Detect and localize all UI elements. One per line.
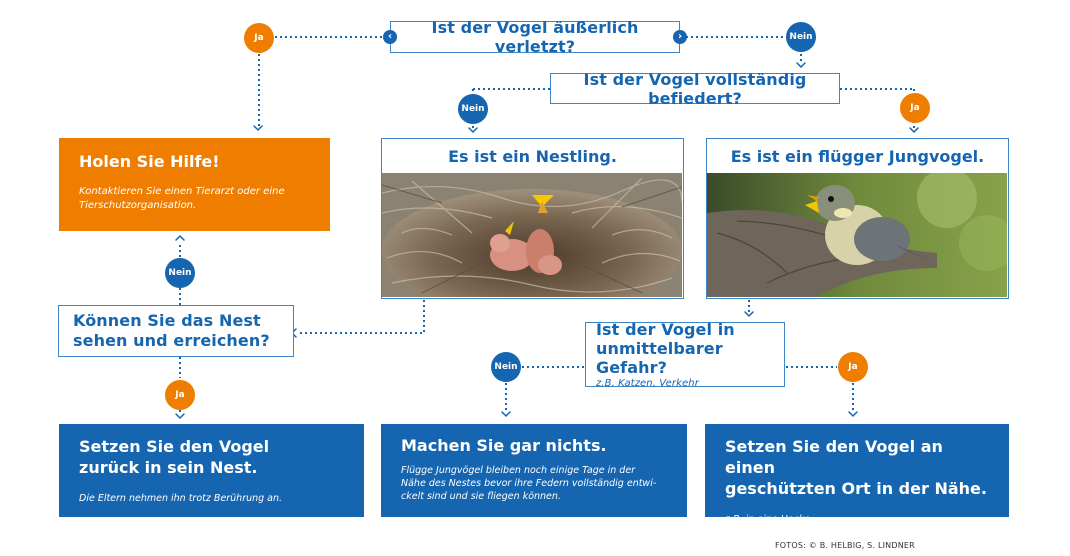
back-to-nest-sub: Die Eltern nehmen ihn trotz Berührung an… (79, 493, 283, 504)
nestling-photo (382, 173, 682, 297)
help-box: Holen Sie Hilfe! Kontaktieren Sie einen … (59, 138, 330, 231)
question-injured: Ist der Vogel äußerlich verletzt? (390, 18, 680, 56)
question-danger-line2: unmittelbarer Gefahr? (596, 338, 723, 377)
do-nothing-title: Machen Sie gar nichts. (401, 436, 607, 455)
badge-nein-danger: Nein (491, 352, 521, 382)
badge-nein-injured: Nein (786, 22, 816, 52)
help-title: Holen Sie Hilfe! (79, 152, 220, 171)
do-nothing-box: Machen Sie gar nichts. Flügge Jungvögel … (381, 424, 687, 517)
fledgling-card: Es ist ein flügger Jungvogel. (706, 138, 1009, 299)
do-nothing-sub3: ckelt sind und sie fliegen können. (401, 491, 561, 502)
chevron-right-icon: › (673, 30, 687, 44)
do-nothing-sub1: Flügge Jungvögel bleiben noch einige Tag… (401, 465, 636, 476)
badge-nein-feathered: Nein (458, 94, 488, 124)
help-text-line2: Tierschutzorganisation. (79, 200, 197, 211)
question-danger-sub: z.B. Katzen, Verkehr (596, 377, 699, 389)
question-injured-text: Ist der Vogel äußerlich verletzt? (431, 18, 639, 56)
nestling-title: Es ist ein Nestling. (448, 146, 617, 166)
fledgling-title: Es ist ein flügger Jungvogel. (730, 146, 985, 166)
protected-place-line1: Setzen Sie den Vogel an einen (725, 437, 943, 477)
badge-ja-feathered: Ja (900, 93, 930, 123)
photo-credit: FOTOS: © B. HELBIG, S. LINDNER (775, 541, 915, 550)
badge-ja-danger: Ja (838, 352, 868, 382)
do-nothing-sub2: Nähe des Nestes bevor ihre Federn vollst… (401, 478, 657, 489)
question-danger: Ist der Vogel in unmittelbarer Gefahr? z… (585, 319, 785, 389)
help-text-line1: Kontaktieren Sie einen Tierarzt oder ein… (79, 186, 285, 197)
question-nest-reach: Können Sie das Nest sehen und erreichen? (58, 305, 294, 357)
protected-place-line2: geschützten Ort in der Nähe. (725, 479, 987, 498)
question-nest-reach-line1: Können Sie das Nest (73, 311, 261, 330)
question-danger-line1: Ist der Vogel in (596, 319, 735, 339)
chevron-left-icon: ‹ (383, 30, 397, 44)
question-feathered-text: Ist der Vogel vollständig befiedert? (583, 69, 807, 108)
back-to-nest-box: Setzen Sie den Vogel zurück in sein Nest… (59, 424, 364, 517)
badge-ja-injured: Ja (244, 23, 274, 53)
protected-place-sub: z.B. in eine Hecke (725, 514, 811, 525)
back-to-nest-line2: zurück in sein Nest. (79, 458, 258, 477)
back-to-nest-line1: Setzen Sie den Vogel (79, 437, 270, 456)
question-nest-reach-line2: sehen und erreichen? (73, 331, 270, 350)
badge-nein-nest: Nein (165, 258, 195, 288)
fledgling-photo (707, 173, 1007, 297)
protected-place-box: Setzen Sie den Vogel an einen geschützte… (705, 424, 1009, 525)
badge-ja-nest: Ja (165, 380, 195, 410)
question-feathered: Ist der Vogel vollständig befiedert? (550, 70, 840, 108)
nestling-card: Es ist ein Nestling. (381, 138, 684, 299)
